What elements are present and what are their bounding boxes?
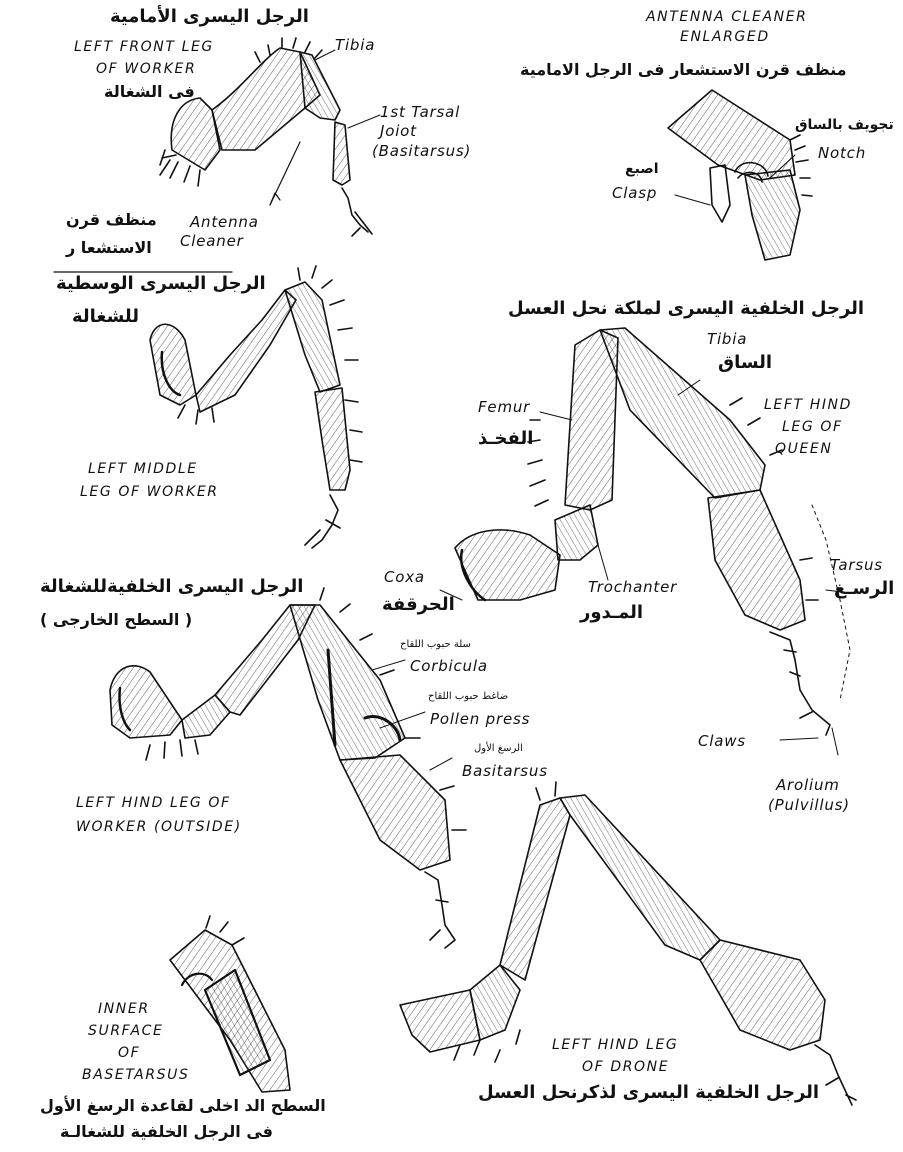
antenna-cleaner-ar-1: منظف قرن xyxy=(66,212,157,229)
tibia-front-label: Tibia xyxy=(335,38,375,54)
corbicula-ar-label: سلة حبوب اللقاح xyxy=(400,640,471,651)
claws-label: Claws xyxy=(698,734,746,750)
pollen-press-label: Pollen press xyxy=(430,712,530,728)
clasp-label: Clasp xyxy=(612,186,657,202)
queen-leg-en-title-3: QUEEN xyxy=(775,442,832,457)
notch-label: Notch xyxy=(818,146,866,162)
enlarged-ar-title: منظف قرن الاستشعار فى الرجل الامامية xyxy=(520,62,847,79)
worker-hind-ar-title: الرجل اليسرى الخلفيةللشغالة xyxy=(40,578,303,597)
middle-leg-en-title-2: LEG OF WORKER xyxy=(80,485,219,500)
queen-leg-en-title-1: LEFT HIND xyxy=(764,398,852,413)
worker-hind-en-title-2: WORKER (OUTSIDE) xyxy=(76,820,242,835)
queen-leg-en-title-2: LEG OF xyxy=(782,420,843,435)
inner-surface-title-2: SURFACE xyxy=(88,1024,164,1039)
worker-hind-ar-subtitle: ( السطح الخارجى ) xyxy=(40,612,192,629)
tarsal-label-2: Joiot xyxy=(380,124,417,140)
enlarged-title-1: ANTENNA CLEANER xyxy=(646,10,807,25)
arolium-label-1: Arolium xyxy=(776,778,840,794)
antenna-cleaner-label-1: Antenna xyxy=(190,215,259,231)
coxa-ar-label: الحرقفة xyxy=(382,596,455,615)
tarsus-label: Tarsus xyxy=(830,558,883,574)
basitarsus-ar-label: الرسغ الأول xyxy=(474,744,523,755)
antenna-cleaner-ar-2: الاستشعا ر xyxy=(66,240,152,257)
middle-leg-ar-subtitle: للشغالة xyxy=(72,308,139,327)
inner-surface-ar-2: فى الرجل الخلفية للشغالـة xyxy=(60,1124,273,1141)
middle-leg-drawing xyxy=(150,266,362,548)
inner-surface-title-3: OF xyxy=(118,1046,140,1061)
coxa-label: Coxa xyxy=(384,570,425,586)
drone-hind-leg-drawing xyxy=(400,782,856,1105)
inner-surface-ar-1: السطح الد اخلى لقاعدة الرسغ الأول xyxy=(40,1098,326,1115)
basitarsus-label: Basitarsus xyxy=(462,764,548,780)
clasp-ar-label: اصبع xyxy=(625,162,659,177)
pollen-press-ar-label: ضاغط حبوب اللقاح xyxy=(428,692,508,703)
drone-leg-en-title-2: OF DRONE xyxy=(582,1060,669,1075)
antenna-cleaner-drawing xyxy=(668,90,812,260)
drone-leg-en-title-1: LEFT HIND LEG xyxy=(552,1038,678,1053)
front-leg-en-title-1: LEFT FRONT LEG xyxy=(74,40,214,55)
tibia-queen-label: Tibia xyxy=(707,332,747,348)
tibia-ar-label: الساق xyxy=(718,354,772,373)
corbicula-label: Corbicula xyxy=(410,659,488,675)
basitarsus-inner-drawing xyxy=(170,916,290,1092)
arolium-label-2: (Pulvillus) xyxy=(768,798,850,814)
trochanter-ar-label: المـدور xyxy=(580,604,643,623)
middle-leg-en-title-1: LEFT MIDDLE xyxy=(88,462,198,477)
antenna-cleaner-label-2: Cleaner xyxy=(180,234,244,250)
middle-leg-ar-title: الرجل اليسرى الوسطية xyxy=(56,275,266,294)
trochanter-label: Trochanter xyxy=(588,580,677,596)
tarsal-label-1: 1st Tarsal xyxy=(380,105,460,121)
enlarged-title-2: ENLARGED xyxy=(680,30,770,45)
notch-ar-label: تجويف بالساق xyxy=(795,118,894,133)
femur-label: Femur xyxy=(478,400,530,416)
femur-ar-label: الفخـذ xyxy=(478,430,533,449)
tarsal-label-3: (Basitarsus) xyxy=(372,144,471,160)
inner-surface-title-4: BASETARSUS xyxy=(82,1068,190,1083)
queen-leg-ar-title: الرجل الخلفية اليسرى لملكة نحل العسل xyxy=(508,300,864,319)
front-leg-en-title-2: OF WORKER xyxy=(96,62,196,77)
drone-leg-ar-title: الرجل الخلفية اليسرى لذكرنحل العسل xyxy=(478,1084,819,1103)
tarsus-ar-label: الرسـغ xyxy=(834,580,894,599)
inner-surface-title-1: INNER xyxy=(98,1002,150,1017)
worker-hind-en-title-1: LEFT HIND LEG OF xyxy=(76,796,231,811)
front-leg-ar-subtitle: فى الشغالة xyxy=(104,84,195,101)
front-leg-ar-title: الرجل اليسرى الأمامية xyxy=(110,8,309,27)
